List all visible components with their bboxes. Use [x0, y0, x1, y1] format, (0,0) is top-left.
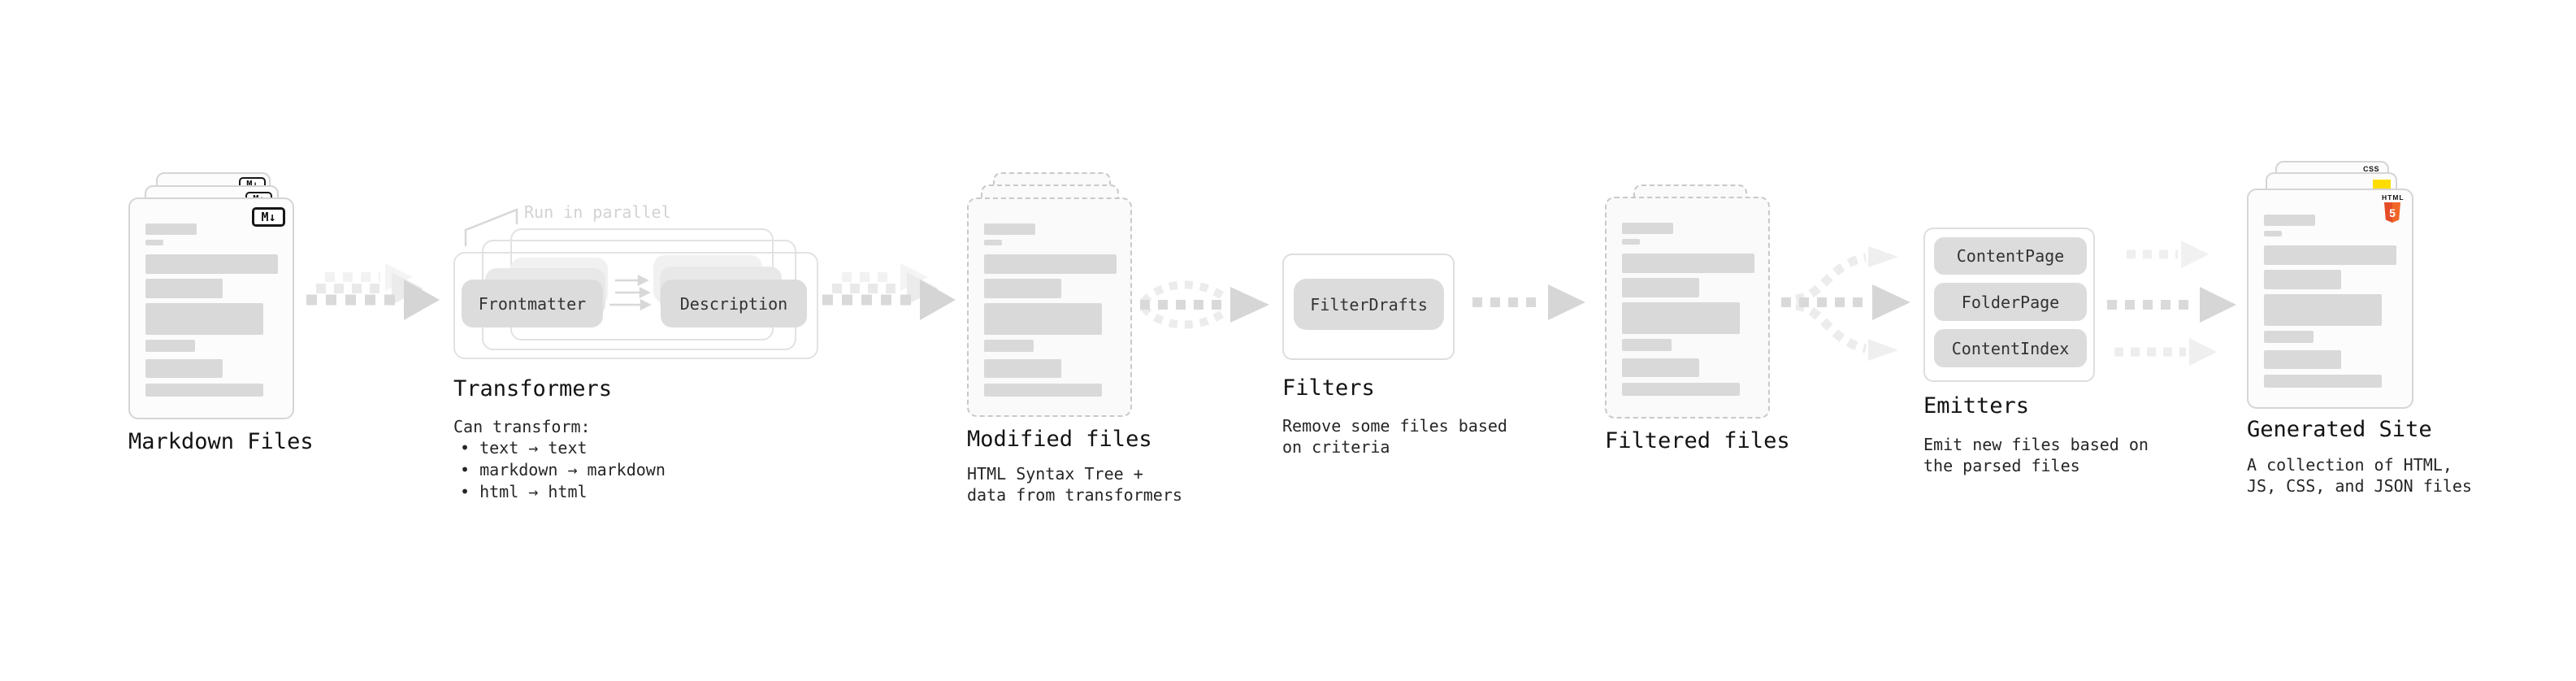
- transformer-box: [453, 252, 818, 359]
- arrow-filters-to-filtered: [1472, 284, 1585, 320]
- folderpage-pill: FolderPage: [1934, 283, 2087, 321]
- text-line-placeholder: [984, 254, 1117, 274]
- text-line-placeholder: [2264, 231, 2282, 236]
- doc-content-placeholder: [984, 199, 1122, 397]
- arrow-transformers-to-modified: [822, 263, 956, 320]
- markdown-file-doc: M↓: [128, 197, 294, 419]
- subtitle-line: on criteria: [1282, 437, 1390, 457]
- filtered-file-doc: [1605, 197, 1770, 419]
- text-line-placeholder: [1622, 302, 1740, 334]
- stage-label-filters: Filters: [1282, 375, 1375, 401]
- stage-label-filtered: Filtered files: [1605, 428, 1790, 453]
- text-line-placeholder: [2264, 245, 2396, 265]
- stage-label-markdown: Markdown Files: [128, 429, 314, 454]
- text-line-placeholder: [1622, 239, 1640, 245]
- modified-file-doc: [967, 197, 1132, 417]
- html5-caption: HTML: [2382, 193, 2405, 202]
- text-line-placeholder: [2264, 270, 2341, 289]
- doc-content-placeholder: [2264, 190, 2404, 388]
- doc-content-placeholder: [145, 199, 284, 397]
- stage-label-modified: Modified files: [967, 427, 1152, 452]
- text-line-placeholder: [1622, 223, 1673, 234]
- text-line-placeholder: [2264, 215, 2315, 226]
- text-line-placeholder: [984, 359, 1061, 378]
- generated-subtitle: A collection of HTML, JS, CSS, and JSON …: [2247, 454, 2472, 497]
- text-line-placeholder: [1622, 254, 1754, 273]
- subtitle-line: Emit new files based on: [1923, 435, 2149, 454]
- text-line-placeholder: [145, 359, 223, 378]
- text-line-placeholder: [1622, 339, 1672, 351]
- text-line-placeholder: [1622, 278, 1699, 297]
- filters-subtitle: Remove some files based on criteria: [1282, 415, 1507, 458]
- subtitle-line: JS, CSS, and JSON files: [2247, 476, 2472, 496]
- bullet-item: • html → html: [460, 482, 588, 501]
- text-line-placeholder: [145, 254, 278, 274]
- text-line-placeholder: [984, 223, 1035, 235]
- text-line-placeholder: [984, 384, 1102, 397]
- text-line-placeholder: [145, 384, 263, 397]
- transformers-subtitle: Can transform:: [453, 417, 591, 436]
- arrow-markdown-to-transformers: [306, 263, 440, 320]
- bullet-item: • markdown → markdown: [460, 460, 666, 479]
- text-line-placeholder: [2264, 294, 2382, 326]
- text-line-placeholder: [145, 223, 197, 235]
- bullet-item: • text → text: [460, 438, 588, 458]
- html5-icon: HTML 5: [2382, 193, 2405, 223]
- text-line-placeholder: [984, 303, 1102, 335]
- text-line-placeholder: [1622, 383, 1740, 396]
- text-line-placeholder: [1622, 358, 1699, 377]
- filterdrafts-pill: FilterDrafts: [1294, 279, 1444, 330]
- text-line-placeholder: [984, 340, 1034, 352]
- stage-label-transformers: Transformers: [453, 376, 613, 401]
- stage-label-emitters: Emitters: [1923, 393, 2030, 419]
- html5-shield: 5: [2384, 202, 2400, 223]
- contentindex-pill: ContentIndex: [1934, 329, 2087, 367]
- text-line-placeholder: [984, 279, 1061, 298]
- text-line-placeholder: [2264, 350, 2341, 369]
- subtitle-line: HTML Syntax Tree +: [967, 464, 1143, 484]
- transformers-bullet-list: • text → text • markdown → markdown • ht…: [460, 437, 666, 503]
- text-line-placeholder: [145, 279, 223, 298]
- text-line-placeholder: [984, 240, 1002, 245]
- frontmatter-pill: Frontmatter: [462, 280, 603, 327]
- text-line-placeholder: [145, 303, 263, 335]
- arrow-modified-to-filters: [1140, 280, 1269, 329]
- arrow-filtered-to-emitters: [1781, 246, 1910, 361]
- contentpage-pill: ContentPage: [1934, 237, 2087, 275]
- subtitle-line: Remove some files based: [1282, 416, 1507, 436]
- emitters-subtitle: Emit new files based on the parsed files: [1923, 434, 2149, 476]
- text-line-placeholder: [2264, 331, 2314, 343]
- html-file-doc: HTML 5: [2247, 189, 2413, 409]
- arrows-emitters-to-generated: [2107, 241, 2236, 366]
- text-line-placeholder: [145, 340, 195, 352]
- stage-label-generated: Generated Site: [2247, 417, 2432, 442]
- subtitle-line: the parsed files: [1923, 456, 2080, 475]
- run-in-parallel-note: Run in parallel: [524, 202, 671, 222]
- subtitle-line: data from transformers: [967, 485, 1182, 505]
- doc-content-placeholder: [1622, 198, 1760, 396]
- markdown-icon: M↓: [252, 207, 285, 227]
- description-pill: Description: [661, 280, 807, 327]
- text-line-placeholder: [145, 240, 163, 245]
- subtitle-line: A collection of HTML,: [2247, 455, 2452, 475]
- modified-subtitle: HTML Syntax Tree + data from transformer…: [967, 463, 1182, 505]
- text-line-placeholder: [2264, 375, 2382, 388]
